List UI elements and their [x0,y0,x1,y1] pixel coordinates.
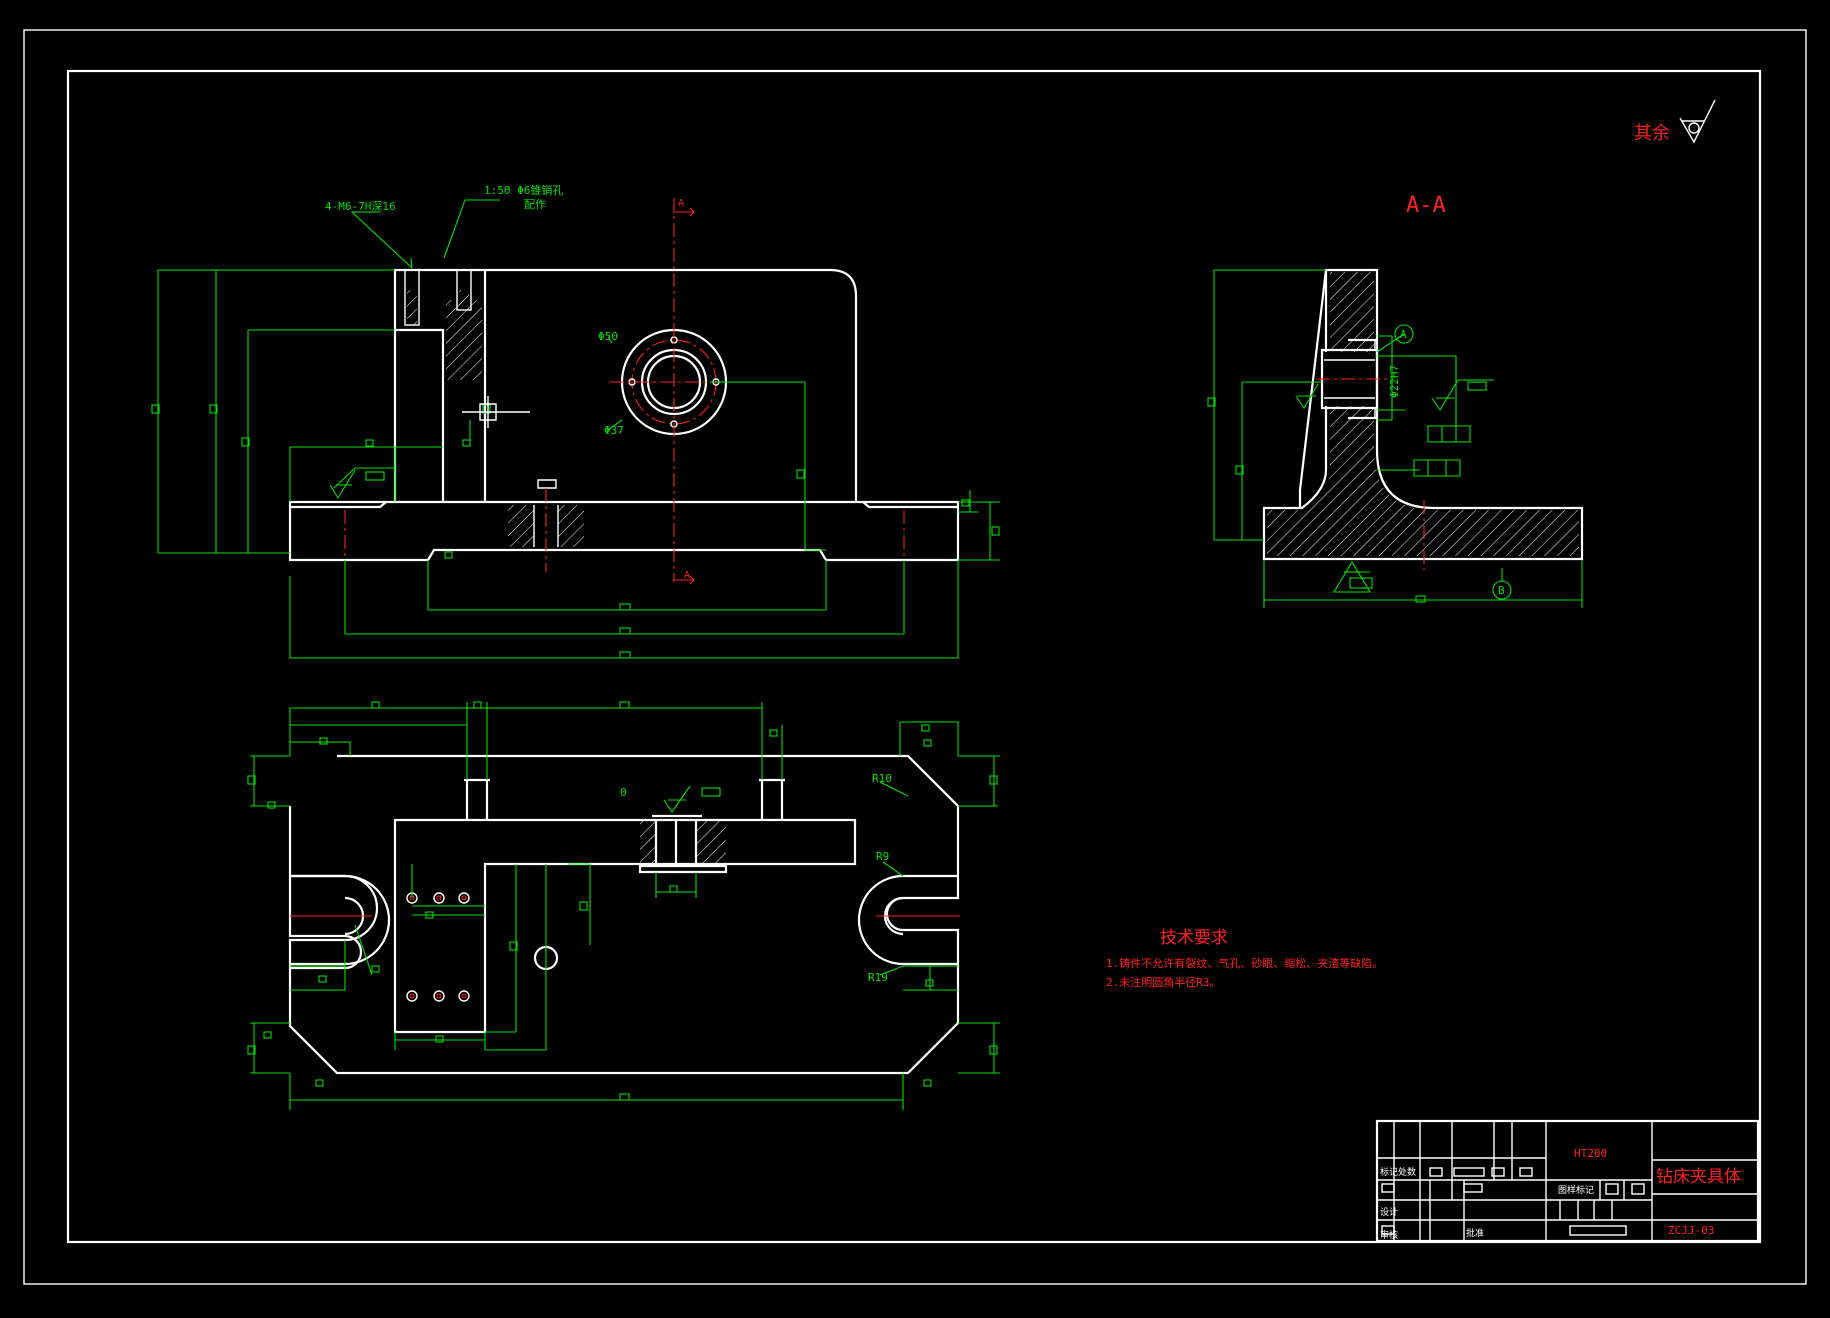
top-view: 0 R10 R9 R [247,701,1000,1110]
front-roughness-box [365,471,385,481]
title-approve-label: 批准 [1466,1227,1484,1239]
screw-holes [406,892,470,1002]
datum-triangle-icon [1333,560,1371,593]
top-dimension-lines [250,702,1000,1110]
radius-10-label: R10 [872,772,892,785]
roughness-note: 其余 [1634,99,1716,144]
front-base-outline [288,500,960,562]
base-right-pad [862,501,958,509]
roughness-note-text: 其余 [1634,123,1670,144]
top-pin-right [759,778,785,820]
technical-requirements: 技术要求 1.铸件不允许有裂纹、气孔、砂眼、缩松、夹渣等缺陷。 2.未注明圆角半… [1106,928,1383,989]
title-stage-label: 图样标记 [1558,1184,1594,1196]
bushing-hatch-left [640,820,656,866]
gdt-frame-2 [1413,459,1461,477]
bore-fit-label: Φ22H7 [1388,365,1401,398]
title-block: 标记 处数 设计 审核 批准 图样标记 HT200 钻床夹具体 ZCJJ-03 [1375,1119,1760,1243]
bushing-outline [638,814,728,874]
dia-50-label: Φ50 [598,330,618,343]
section-marker-top: A [678,198,684,209]
roughness-circle-icon [1688,122,1700,134]
datum-b-label: B [1498,584,1505,597]
section-view: A-A A B Φ22H7 [1207,193,1584,608]
datum-b-circle [1492,580,1512,600]
section-rib [1298,269,1328,508]
title-drawing-number: ZCJJ-03 [1668,1224,1714,1237]
outer-border [23,29,1807,1285]
section-roughness-box [1467,381,1487,391]
section-view-label: A-A [1406,193,1446,218]
dia-37-label: Φ37 [604,424,624,437]
section-arrow-top [674,207,695,217]
section-dimension-lines [1213,269,1583,608]
base-hole-hatch-right [558,505,584,547]
top-left-slot [290,874,391,966]
datum-box [1349,577,1373,589]
title-material: HT200 [1574,1147,1607,1160]
section-bore-lines [1324,339,1376,419]
base-left-pad [290,501,387,509]
front-upright-outline [393,268,858,502]
dowel-hole-callout: 1:50 Φ6锥销孔 [484,183,563,197]
radius-9-label: R9 [876,850,889,863]
top-pin-left [464,778,490,820]
front-dimension-lines [157,199,1000,659]
thread-hatch-left [407,290,417,325]
base-hole-hatch-left [508,505,534,547]
tech-req-item-1: 1.铸件不允许有裂纹、气孔、砂眼、缩松、夹渣等缺陷。 [1106,956,1383,970]
radius-19-label: R19 [868,971,888,984]
top-roughness-box [701,787,721,797]
datum-a-circle [1394,324,1414,344]
thread-hole-callout: 4-M6-7H深16 [325,200,396,213]
section-dimension-value-boxes [1207,397,1426,603]
section-roughness-right [1431,379,1494,412]
front-dimension-value-boxes [151,404,1000,659]
dowel-hole-callout-note: 配作 [524,198,546,211]
section-arrow-bottom [674,575,695,585]
roughness-symbol-icon [1679,99,1716,144]
base-hole-outline [533,479,559,547]
section-marker-bottom: A [684,570,690,581]
section-hatch-area [1267,272,1579,556]
title-row-label-review: 审核 [1380,1229,1398,1241]
top-dimension-value-boxes [247,701,998,1101]
datum-a-label: A [1400,328,1407,341]
step-section-hatch [446,300,482,380]
title-row-label-mark: 标记 [1380,1166,1398,1178]
tech-req-item-2: 2.未注明圆角半径R3。 [1106,975,1221,989]
front-view: A A 4-M6-7H深16 1:50 Φ6锥销孔 配作 Φ50 Φ37 [151,183,1000,659]
front-roughness-symbol [329,469,356,500]
title-block-small-boxes [1381,1167,1645,1236]
top-small-dim: 0 [620,786,627,799]
top-right-slot [857,874,958,966]
tech-req-title: 技术要求 [1160,928,1228,948]
gdt-frame-1 [1427,425,1471,443]
front-small-crosshair-icon [462,396,530,428]
section-roughness-left [1295,383,1319,410]
front-step-outline [395,328,445,502]
top-inner-body [393,818,857,1034]
top-roughness-symbol [663,785,691,813]
inner-border [66,69,1762,1244]
top-plate-outline [288,754,960,1075]
title-row-label-count: 处数 [1398,1166,1416,1178]
title-part-name: 钻床夹具体 [1656,1167,1741,1187]
title-row-label-design: 设计 [1380,1206,1398,1218]
bushing-hatch-right [696,820,726,866]
